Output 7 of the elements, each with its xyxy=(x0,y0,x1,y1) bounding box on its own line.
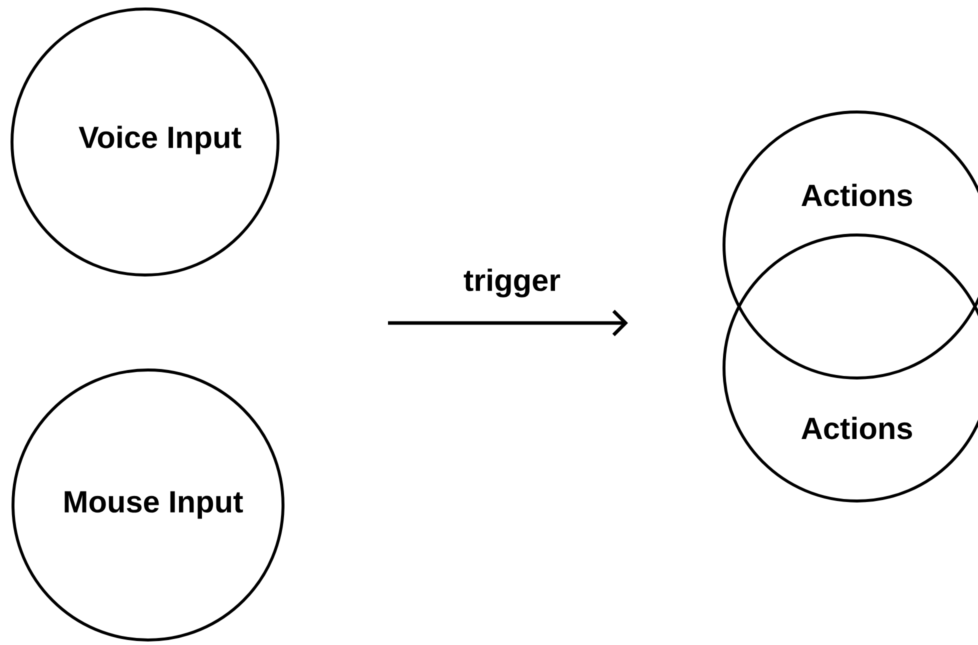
node-label: Mouse Input xyxy=(64,491,243,519)
node-label: Actions xyxy=(802,184,912,206)
arrow-label: trigger xyxy=(464,268,560,298)
node-label: Actions xyxy=(802,416,912,440)
circle xyxy=(10,8,280,276)
node-label: Voice Input xyxy=(78,126,242,154)
circle xyxy=(12,368,284,642)
